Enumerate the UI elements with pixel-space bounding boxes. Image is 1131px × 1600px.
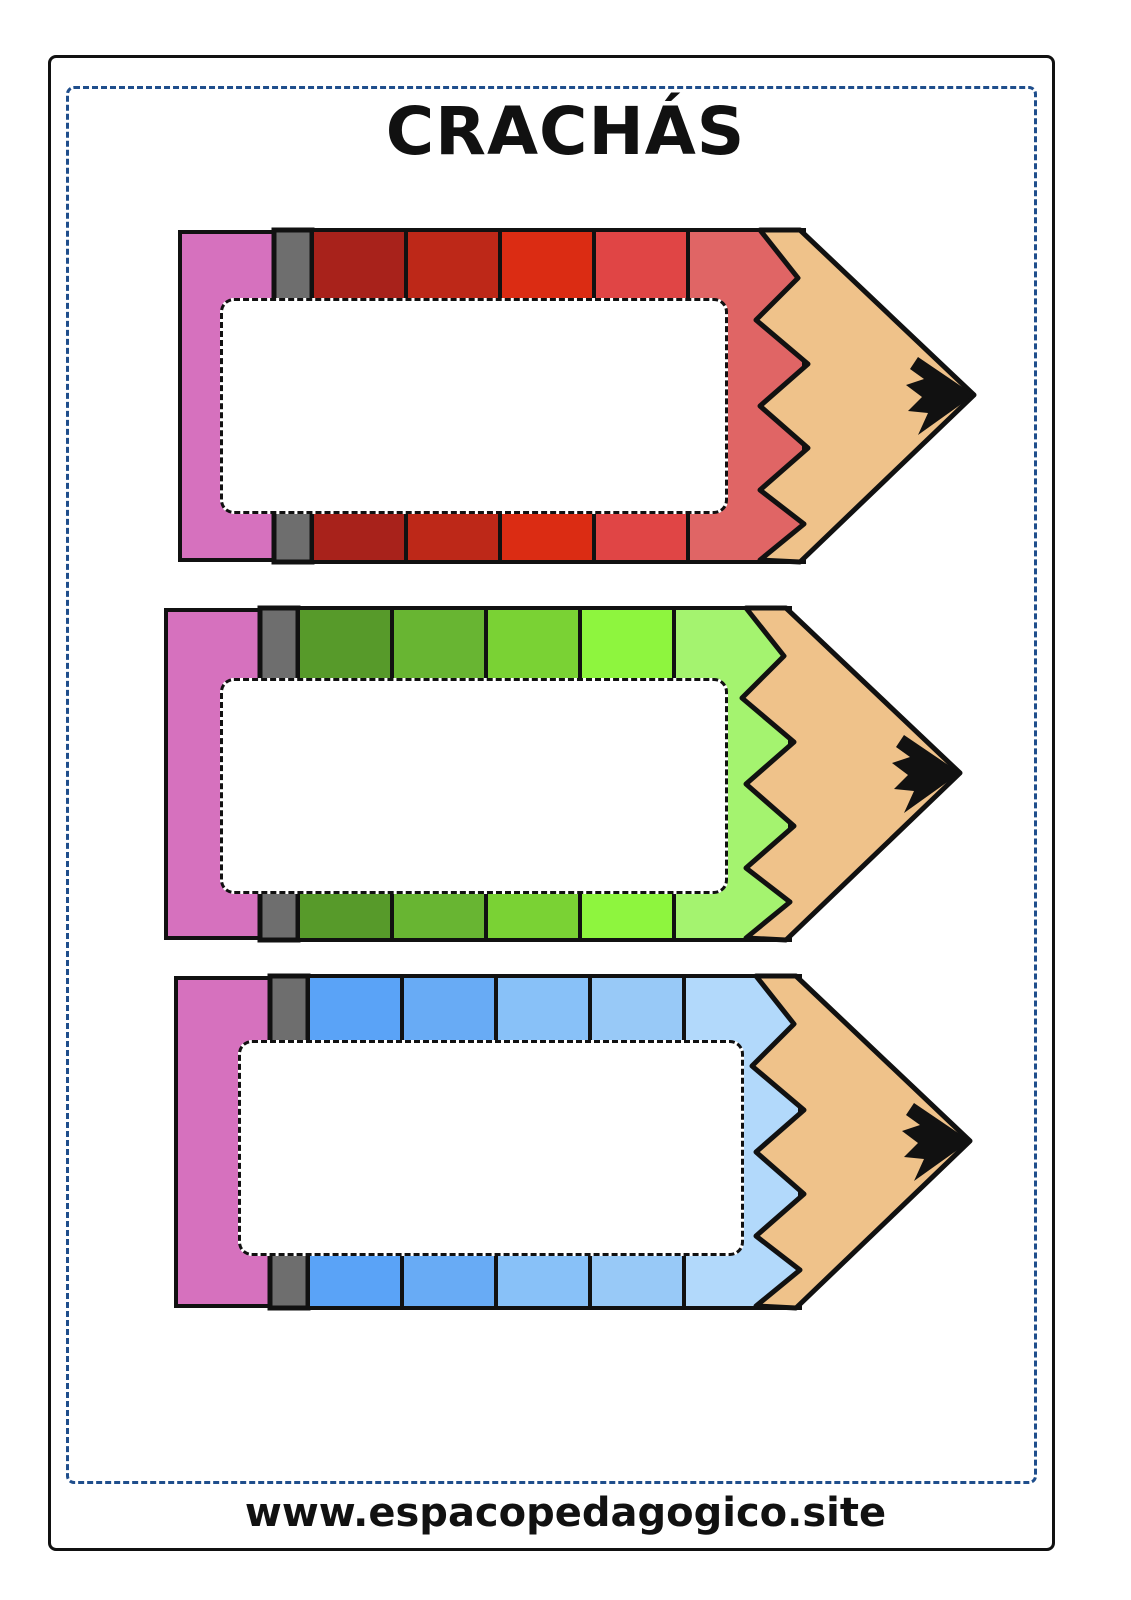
website-url: www.espacopedagogico.site [244, 1490, 887, 1536]
pencil-lead [906, 357, 974, 435]
blue-pencil-name-box[interactable] [238, 1040, 744, 1256]
green-pencil-name-box[interactable] [220, 678, 728, 894]
pencil-lead [902, 1103, 970, 1181]
red-pencil-name-box[interactable] [220, 298, 728, 514]
page-title: CRACHÁS [385, 93, 746, 170]
pencil-lead [892, 735, 960, 813]
cut-line-border [66, 86, 1037, 1484]
